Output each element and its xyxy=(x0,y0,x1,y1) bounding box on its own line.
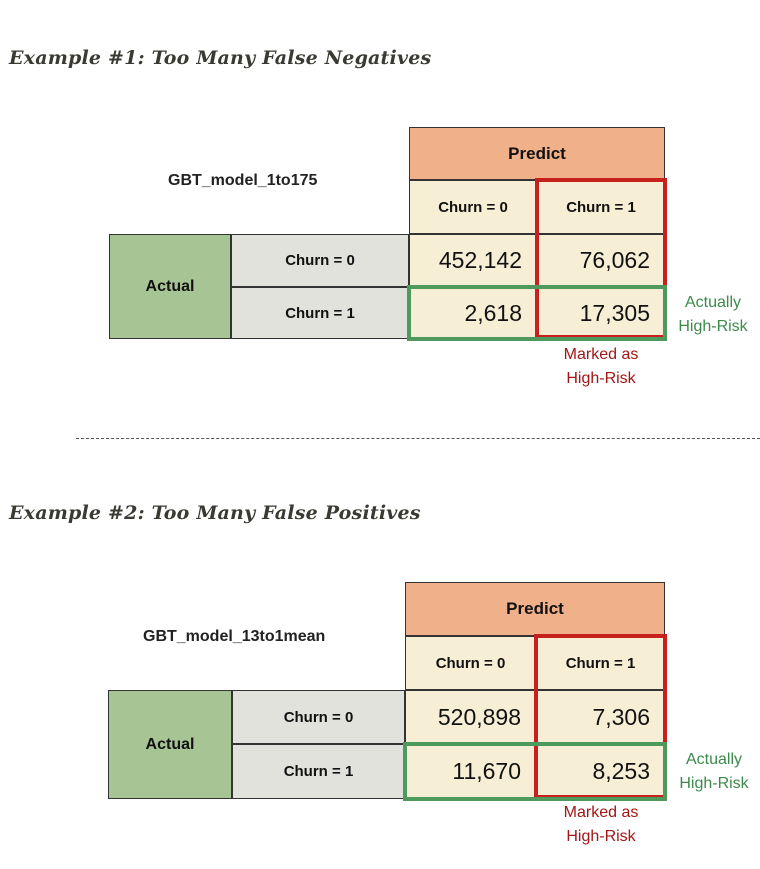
actual-header: Actual xyxy=(108,690,232,799)
marked-note-line-2: High-Risk xyxy=(566,370,636,387)
predict-header: Predict xyxy=(405,582,665,636)
true-positive-value: 17,305 xyxy=(537,287,665,339)
model-name: GBT_model_1to175 xyxy=(168,172,318,189)
row-header-churn-1: Churn = 1 xyxy=(232,744,405,799)
marked-note-line-2: High-Risk xyxy=(566,828,636,845)
row-header-churn-1: Churn = 1 xyxy=(231,287,409,339)
model-name: GBT_model_13to1mean xyxy=(143,628,326,645)
true-positive-value: 8,253 xyxy=(536,744,665,799)
actual-note-line-1: Actually xyxy=(684,294,742,311)
actual-high-risk-note: Actually High-Risk xyxy=(673,291,753,339)
actual-high-risk-note: Actually High-Risk xyxy=(673,748,755,796)
marked-note-line-1: Marked as xyxy=(563,346,639,363)
col-header-churn-0: Churn = 0 xyxy=(405,636,536,690)
false-positive-value: 76,062 xyxy=(537,234,665,287)
col-header-churn-1: Churn = 1 xyxy=(537,180,665,234)
row-header-churn-0: Churn = 0 xyxy=(232,690,405,744)
example-2-title: Example #2: Too Many False Positives xyxy=(9,502,421,524)
predict-header: Predict xyxy=(409,127,665,180)
false-positive-value: 7,306 xyxy=(536,690,665,744)
actual-note-line-2: High-Risk xyxy=(678,318,748,335)
true-negative-value: 520,898 xyxy=(405,690,536,744)
col-header-churn-1: Churn = 1 xyxy=(536,636,665,690)
row-header-churn-0: Churn = 0 xyxy=(231,234,409,287)
marked-high-risk-note: Marked as High-Risk xyxy=(546,343,656,391)
true-negative-value: 452,142 xyxy=(409,234,537,287)
col-header-churn-0: Churn = 0 xyxy=(409,180,537,234)
actual-note-line-1: Actually xyxy=(685,751,743,768)
actual-header: Actual xyxy=(109,234,231,339)
example-1-title: Example #1: Too Many False Negatives xyxy=(9,47,432,69)
actual-note-line-2: High-Risk xyxy=(679,775,749,792)
false-negative-value: 2,618 xyxy=(409,287,537,339)
false-negative-value: 11,670 xyxy=(405,744,536,799)
section-divider xyxy=(76,438,760,439)
marked-high-risk-note: Marked as High-Risk xyxy=(546,801,656,849)
marked-note-line-1: Marked as xyxy=(563,804,639,821)
